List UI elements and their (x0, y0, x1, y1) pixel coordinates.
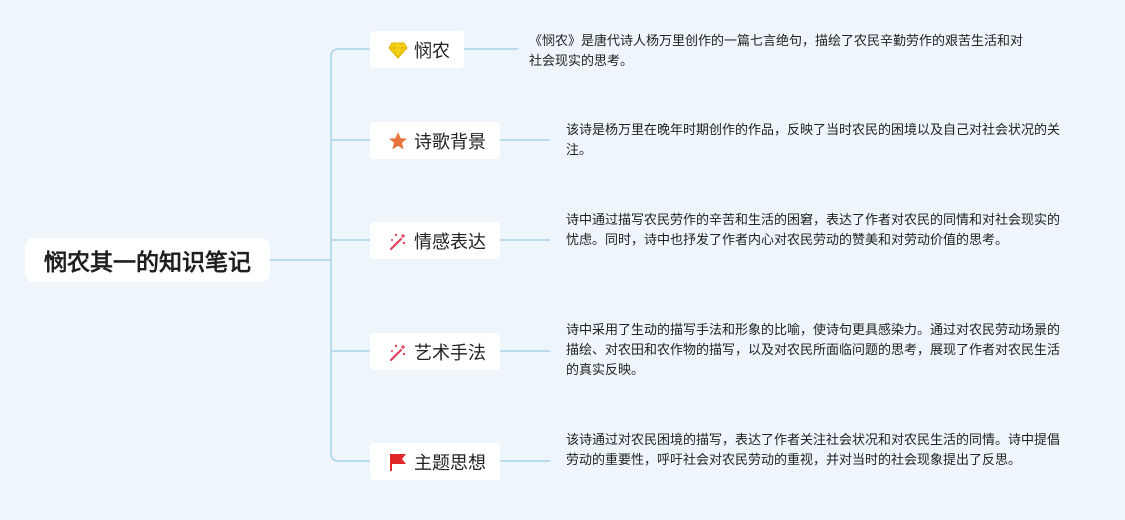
flag-icon (388, 452, 408, 472)
star-icon (388, 131, 408, 151)
branch-node-theme[interactable]: 主题思想 (370, 443, 500, 480)
branch-label: 悯农 (414, 40, 450, 62)
branch-node-emotional-expression[interactable]: 情感表达 (370, 222, 500, 259)
branch-description: 该诗是杨万里在晚年时期创作的作品，反映了当时农民的困境以及自己对社会状况的关注。 (566, 123, 1061, 158)
branch-node-artistic-techniques[interactable]: 艺术手法 (370, 333, 500, 370)
root-topic[interactable]: 悯农其一的知识笔记 (25, 238, 270, 282)
branch-label: 艺术手法 (414, 342, 486, 364)
branch-node-poem-background[interactable]: 诗歌背景 (370, 122, 500, 159)
root-title: 悯农其一的知识笔记 (44, 250, 251, 276)
branch-label: 情感表达 (414, 231, 486, 253)
branch-description: 诗中通过描写农民劳作的辛苦和生活的困窘，表达了作者对农民的同情和对社会现实的忧虑… (566, 213, 1061, 248)
branch-description: 该诗通过对农民困境的描写，表达了作者关注社会状况和对农民生活的同情。诗中提倡劳动… (566, 433, 1061, 468)
branch-label: 诗歌背景 (414, 131, 486, 153)
branch-label: 主题思想 (414, 452, 486, 474)
magic-wand-icon (388, 231, 408, 251)
diamond-icon (388, 40, 408, 60)
trunk-connector (330, 48, 370, 462)
branch-node-minnong[interactable]: 悯农 (370, 31, 464, 68)
branch-description: 诗中采用了生动的描写手法和形象的比喻，使诗句更具感染力。通过对农民劳动场景的描绘… (566, 323, 1061, 378)
magic-wand-icon (388, 342, 408, 362)
branch-description: 《悯农》是唐代诗人杨万里创作的一篇七言绝句，描绘了农民辛勤劳作的艰苦生活和对社会… (529, 34, 1024, 69)
